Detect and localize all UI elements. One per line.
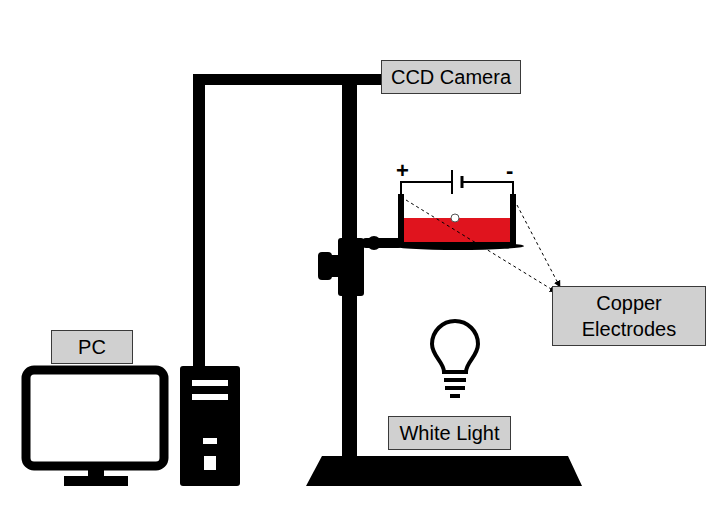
battery-symbol <box>461 176 464 188</box>
tower-button <box>203 438 217 444</box>
electrode-label: Copper Electrodes <box>552 286 706 346</box>
clamp-knob <box>318 252 332 280</box>
monitor <box>26 370 164 466</box>
polarity-sign: - <box>506 160 513 182</box>
camera-label: CCD Camera <box>381 60 521 94</box>
polarity-sign: + <box>396 160 409 182</box>
wire <box>462 182 513 194</box>
light-label: White Light <box>388 416 511 450</box>
pc-label: PC <box>51 330 133 364</box>
tower-button <box>204 456 216 470</box>
battery-symbol <box>451 170 453 194</box>
leader-line <box>517 205 560 287</box>
clamp-joint <box>367 236 381 250</box>
light-bulb <box>432 321 478 372</box>
node-text: CCD Camera <box>391 64 511 90</box>
monitor-foot <box>64 476 128 486</box>
stand-base <box>306 456 582 486</box>
cable-post <box>193 74 205 368</box>
dish-bottom <box>404 242 510 244</box>
bulb-base <box>445 386 465 390</box>
clamp <box>338 238 364 296</box>
sample-platform <box>392 242 524 250</box>
drive-slot <box>192 380 228 386</box>
node-text: Copper Electrodes <box>559 290 699 342</box>
droplet <box>451 214 459 222</box>
copper-electrode <box>398 194 404 246</box>
drive-slot <box>192 394 228 400</box>
leader-line <box>406 200 556 292</box>
bulb-base <box>444 378 466 382</box>
bulb-base <box>450 394 460 398</box>
node-text: White Light <box>399 420 499 446</box>
pc-tower <box>180 366 240 486</box>
camera-arm <box>193 74 383 85</box>
copper-electrode <box>510 194 516 246</box>
node-text: PC <box>78 334 106 360</box>
wire <box>401 182 452 194</box>
